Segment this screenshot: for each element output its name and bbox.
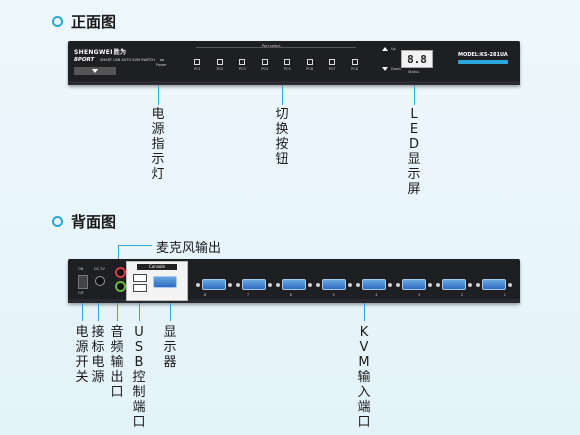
usb-port-2[interactable] — [133, 284, 147, 292]
monitor-vga-port[interactable] — [153, 276, 177, 288]
port-button-1[interactable]: PC1 — [194, 59, 201, 71]
circle-bullet-icon — [52, 16, 63, 27]
port-button-3[interactable]: PC3 — [239, 59, 246, 71]
dc-power-jack[interactable] — [95, 276, 105, 286]
callout-audio-port: 音频输出口 — [110, 325, 124, 400]
console-label: Console — [137, 264, 177, 270]
kvm-port-6[interactable] — [276, 279, 312, 290]
back-panel: ON O/F DC 5V Console 8 7 6 5 4 3 2 1 — [68, 259, 520, 303]
power-on-label: ON — [78, 267, 84, 271]
callout-power-input: 接标电源 — [91, 325, 105, 385]
usb-port-1[interactable] — [133, 274, 147, 282]
kvm-input-ports — [196, 279, 512, 290]
logo-tab — [74, 67, 116, 75]
led-display: 8.8 — [401, 50, 433, 68]
callout-kvm-input: KVM输入端口 — [357, 325, 371, 430]
kvm-port-8[interactable] — [196, 279, 232, 290]
port-count-text: 8PORT — [74, 57, 95, 63]
port-select-label: Port select — [262, 44, 281, 48]
kvm-port-numbers: 8 7 6 5 4 3 2 1 — [204, 293, 506, 297]
kvm-port-4[interactable] — [356, 279, 392, 290]
port-button-7[interactable]: PC7 — [329, 59, 336, 71]
model-desc: SMART USB AUTO KVM SWITCH — [100, 58, 155, 62]
back-section-title: 背面图 — [52, 211, 116, 232]
callout-audio-out: 麦克风输出 — [156, 241, 222, 256]
mic-jack[interactable] — [115, 267, 126, 278]
port-buttons: PC1 PC2 PC3 PC4 PC5 PC6 PC7 PC8 — [194, 59, 358, 71]
kvm-port-2[interactable] — [436, 279, 472, 290]
led-sub-label: Status — [408, 70, 420, 74]
callout-power-switch: 电源开关 — [75, 325, 89, 385]
down-triangle-icon — [92, 69, 98, 73]
power-label: Power — [156, 63, 167, 67]
kvm-port-5[interactable] — [316, 279, 352, 290]
front-panel: SHENGWEI胜为 8PORT SMART USB AUTO KVM SWIT… — [68, 41, 520, 85]
port-select-box — [196, 47, 356, 62]
circle-bullet-icon — [52, 216, 63, 227]
kvm-port-1[interactable] — [476, 279, 512, 290]
callout-power-led: 电源指示灯 — [151, 107, 165, 182]
up-button[interactable]: Up — [382, 47, 396, 51]
audio-jack[interactable] — [115, 281, 126, 292]
port-button-8[interactable]: PC8 — [351, 59, 358, 71]
port-button-4[interactable]: PC4 — [261, 59, 268, 71]
port-button-6[interactable]: PC6 — [306, 59, 313, 71]
power-off-label: O/F — [78, 291, 84, 295]
front-section-title: 正面图 — [52, 11, 116, 32]
brand-logo: SHENGWEI胜为 — [74, 49, 127, 56]
up-arrow-icon — [382, 47, 388, 51]
callout-usb-control: USB控制端口 — [132, 325, 146, 430]
kvm-port-3[interactable] — [396, 279, 432, 290]
power-switch[interactable] — [78, 275, 88, 289]
kvm-port-7[interactable] — [236, 279, 272, 290]
console-box: Console — [126, 261, 188, 301]
callout-led-display: LED显示屏 — [407, 107, 421, 197]
down-button[interactable]: Down — [382, 67, 401, 71]
port-button-2[interactable]: PC2 — [216, 59, 223, 71]
down-arrow-icon — [382, 67, 388, 71]
callout-monitor: 显示器 — [163, 325, 177, 370]
callout-switch-buttons: 切换按钮 — [275, 107, 289, 167]
dc-label: DC 5V — [94, 267, 105, 271]
model-label: MODEL:KS-281UA — [458, 52, 508, 58]
model-blue-strip — [458, 60, 508, 64]
port-button-5[interactable]: PC5 — [284, 59, 291, 71]
power-led — [160, 59, 164, 61]
